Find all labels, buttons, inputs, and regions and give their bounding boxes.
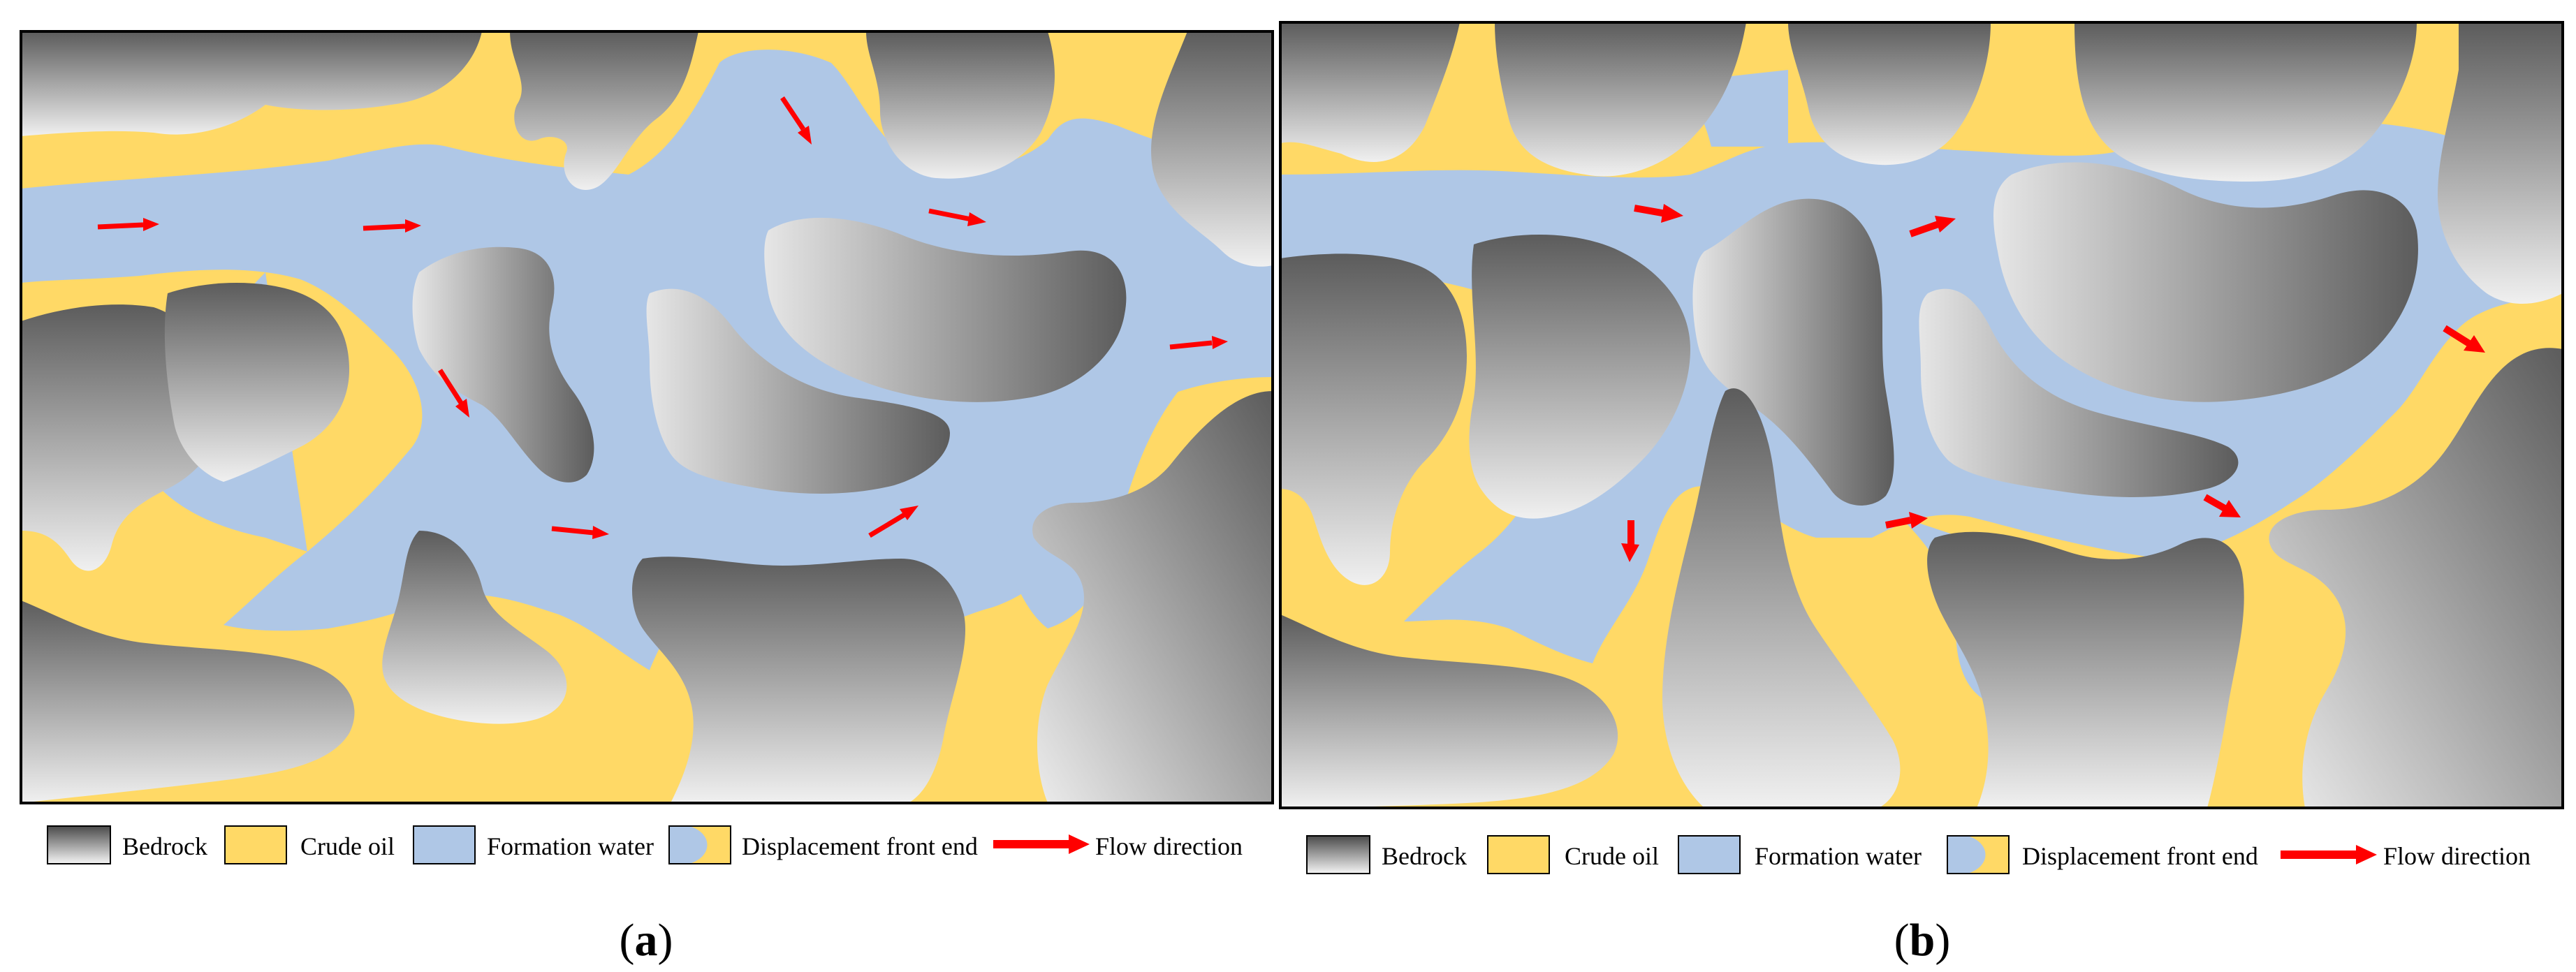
bedrock-grain xyxy=(1280,614,1618,808)
bedrock-grain xyxy=(1469,235,1690,519)
bedrock-grain xyxy=(646,288,950,494)
crude-oil-swatch xyxy=(224,825,287,864)
bedrock-grain xyxy=(764,217,1127,402)
formation-water-region xyxy=(21,50,1273,670)
bedrock-grain xyxy=(2438,22,2563,304)
bedrock-grain xyxy=(1692,198,1894,506)
panel-b-frame xyxy=(1279,21,2564,809)
panel-b-diagram: Bedrock Crude oil Formation water Displa… xyxy=(1279,21,2564,966)
crude-oil-swatch xyxy=(1487,835,1550,874)
bedrock-grain xyxy=(1280,22,1460,162)
legend-label-displacement-front-end: Displacement front end xyxy=(742,832,978,860)
bedrock-grain xyxy=(21,31,482,136)
flow-arrows xyxy=(97,96,1228,539)
bedrock-grain xyxy=(164,283,350,482)
legend-label-flow-direction: Flow direction xyxy=(2383,842,2531,870)
flow-arrow xyxy=(780,96,812,145)
bedrock-grain xyxy=(412,246,594,483)
flow-arrow xyxy=(1621,520,1639,562)
bedrock-grain xyxy=(1927,531,2244,808)
panel-label-a: (a) xyxy=(620,915,673,966)
flow-arrow xyxy=(363,219,421,233)
bedrock-grain xyxy=(1495,22,1746,177)
legend-label-bedrock: Bedrock xyxy=(122,832,207,860)
bedrock-grain xyxy=(510,31,698,190)
bedrock-grain xyxy=(1919,288,2239,497)
flow-arrow xyxy=(928,208,986,226)
legend-label-displacement-front-end: Displacement front end xyxy=(2022,842,2258,870)
formation-water-swatch xyxy=(1678,835,1741,874)
flow-arrow xyxy=(2443,325,2485,353)
legend-label-formation-water: Formation water xyxy=(487,832,654,860)
panel-label-b: (b) xyxy=(1894,915,1951,966)
flow-arrow xyxy=(1885,512,1928,529)
flow-arrow xyxy=(1634,204,1683,223)
panel-a-frame xyxy=(20,30,1274,804)
bedrock-swatch xyxy=(1306,835,1370,874)
bedrock-grain xyxy=(1151,31,1273,267)
flow-direction-swatch xyxy=(993,834,1090,854)
bedrock-swatch xyxy=(47,825,111,864)
legend-label-crude-oil: Crude oil xyxy=(300,832,395,860)
legend-a: Bedrock Crude oil Formation water Displa… xyxy=(47,825,1243,864)
flow-arrow xyxy=(97,218,159,231)
bedrock-grain xyxy=(1032,391,1273,803)
flow-arrow xyxy=(1909,216,1956,237)
bedrock-grain xyxy=(382,531,567,724)
legend-label-bedrock: Bedrock xyxy=(1382,842,1467,870)
formation-water-swatch xyxy=(413,825,476,864)
panel-a-diagram: Bedrock Crude oil Formation water Displa… xyxy=(20,30,1274,966)
bedrock-grain xyxy=(1788,22,1991,165)
legend-label-flow-direction: Flow direction xyxy=(1095,832,1243,860)
flow-arrow xyxy=(868,506,919,538)
flow-arrow xyxy=(1169,336,1228,350)
legend-label-crude-oil: Crude oil xyxy=(1565,842,1659,870)
flow-arrows xyxy=(1621,204,2485,562)
flow-arrow xyxy=(438,369,469,418)
flow-direction-swatch xyxy=(2281,845,2377,864)
flow-arrow xyxy=(551,526,609,539)
bedrock-grain xyxy=(21,601,355,803)
displacement-front-swatch xyxy=(1947,835,2010,874)
legend-b: Bedrock Crude oil Formation water Displa… xyxy=(1306,835,2531,874)
bedrock-grain xyxy=(866,31,1055,179)
bedrock-grain xyxy=(1993,162,2418,402)
legend-label-formation-water: Formation water xyxy=(1755,842,1922,870)
bedrock-grain xyxy=(1662,388,1901,808)
displacement-front-swatch xyxy=(668,825,731,864)
bedrock-grain xyxy=(632,557,966,803)
bedrock-grain xyxy=(1280,253,1467,585)
flow-arrow xyxy=(2203,494,2241,517)
bedrock-grain xyxy=(2269,348,2563,808)
bedrock-grain xyxy=(2074,22,2417,182)
